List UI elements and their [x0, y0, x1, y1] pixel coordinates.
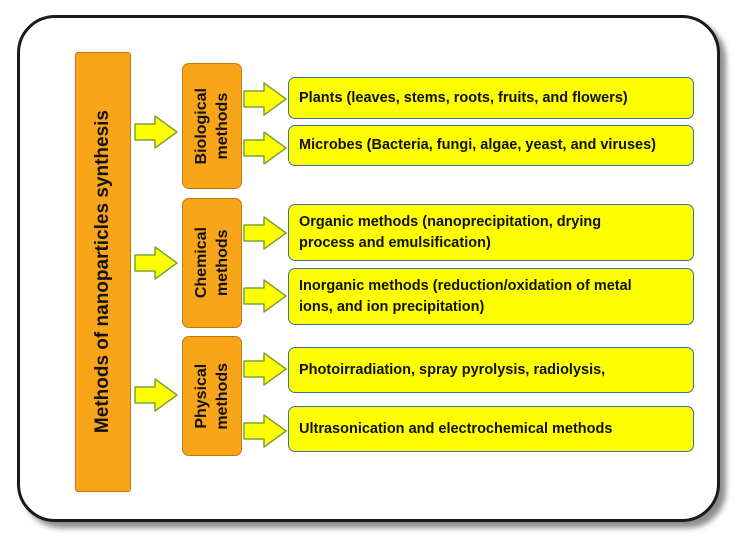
item-microbes: Microbes (Bacteria, fungi, algae, yeast,… — [288, 125, 694, 166]
item-label: Photoirradiation, spray pyrolysis, radio… — [299, 361, 606, 378]
root-node: Methods of nanoparticles synthesis — [75, 52, 131, 492]
arrow-root-to-chemical — [134, 246, 178, 280]
item-photoirradiation: Photoirradiation, spray pyrolysis, radio… — [288, 347, 694, 393]
item-label: Ultrasonication and electrochemical meth… — [299, 420, 613, 437]
arrow-root-to-biological — [134, 115, 178, 149]
root-label: Methods of nanoparticles synthesis — [92, 110, 113, 434]
item-organic-methods: Organic methods (nanoprecipitation, dryi… — [288, 204, 694, 261]
arrow-chemical-to-organic — [243, 216, 287, 250]
item-label: Organic methods (nanoprecipitation, dryi… — [299, 213, 602, 251]
arrow-physical-to-ultra — [243, 414, 287, 448]
item-inorganic-methods: Inorganic methods (reduction/oxidation o… — [288, 268, 694, 325]
item-label: Plants (leaves, stems, roots, fruits, an… — [299, 89, 628, 106]
item-plants: Plants (leaves, stems, roots, fruits, an… — [288, 77, 694, 119]
arrow-root-to-physical — [134, 378, 178, 412]
item-label: Microbes (Bacteria, fungi, algae, yeast,… — [299, 137, 656, 153]
arrow-biological-to-microbes — [243, 131, 287, 165]
item-label: Inorganic methods (reduction/oxidation o… — [299, 277, 632, 315]
arrow-physical-to-photo — [243, 352, 287, 386]
arrow-chemical-to-inorganic — [243, 279, 287, 313]
arrow-biological-to-plants — [243, 82, 287, 116]
item-ultrasonication: Ultrasonication and electrochemical meth… — [288, 406, 694, 452]
